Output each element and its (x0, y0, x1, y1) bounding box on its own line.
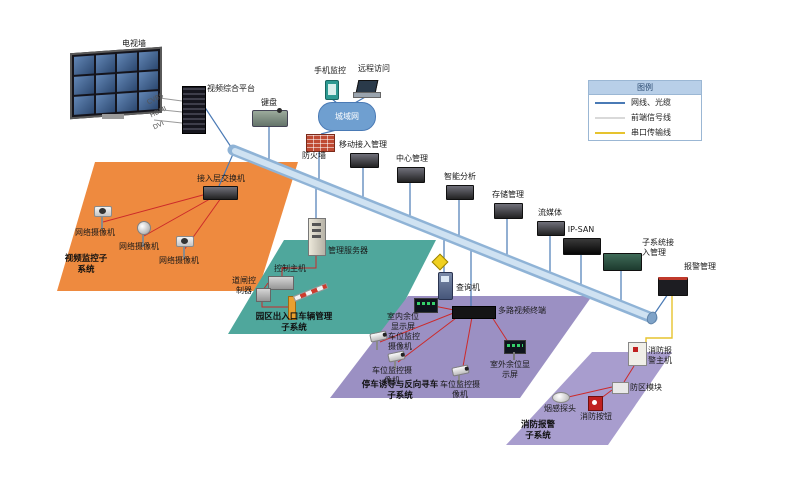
fire-button-icon (588, 396, 603, 411)
keyboard-label: 键盘 (261, 98, 277, 107)
alarm-mgmt-label: 报警管理 (684, 262, 716, 271)
barrier-controller-label: 道闸控制器 (232, 276, 256, 295)
analysis-label: 智能分析 (444, 172, 476, 181)
zone-module-label: 防区模块 (630, 383, 662, 392)
zone-fire-title: 消防报警子系统 (520, 420, 555, 441)
network-camera-label: 网络摄像机 (119, 242, 159, 251)
network-camera-icon (94, 206, 112, 229)
mobile-access-server-icon (350, 153, 379, 168)
mobile-access-label: 移动接入管理 (339, 140, 387, 149)
video-platform-icon (182, 86, 206, 134)
center-mgmt-label: 中心管理 (396, 154, 428, 163)
storage-server-icon (494, 203, 523, 219)
tv-wall-stand (102, 114, 124, 119)
mobile-monitor-label: 手机监控 (314, 66, 346, 75)
keyboard-icon (252, 108, 288, 127)
serial-line (645, 296, 673, 344)
signal-lines (102, 191, 635, 403)
man-cloud: 城域网 (318, 102, 376, 131)
center-mgmt-server-icon (397, 167, 425, 183)
man-cloud-label: 城域网 (335, 112, 359, 121)
control-host-icon (268, 276, 294, 290)
mobile-phone-icon (325, 80, 339, 100)
laptop-base (353, 92, 381, 98)
streaming-server-icon (537, 221, 565, 236)
alarm-mgmt-icon (658, 277, 688, 296)
ipsan-icon (563, 238, 601, 255)
query-kiosk-label: 查询机 (456, 283, 480, 292)
ipsan-label: IP-SAN (567, 225, 595, 234)
remote-access-label: 远程访问 (358, 64, 390, 73)
parking-camera-icon (387, 350, 406, 370)
network-camera-label: 网络摄像机 (159, 256, 199, 265)
access-switch-label: 接入层交换机 (197, 174, 245, 183)
smoke-detector-label: 烟感探头 (544, 404, 576, 413)
barrier-gate-icon (288, 296, 296, 320)
tv-wall-icon (70, 46, 162, 120)
smoke-detector-icon (552, 392, 570, 403)
legend-item-signal: 前端信号线 (589, 110, 701, 125)
subsystem-access-label: 子系统接入管理 (642, 238, 674, 257)
access-switch-icon (203, 186, 238, 200)
firewall-icon (306, 134, 335, 152)
zone-module-icon (612, 382, 629, 394)
streaming-label: 流媒体 (538, 208, 562, 217)
legend-title: 图例 (589, 81, 701, 95)
storage-label: 存储管理 (492, 190, 524, 199)
parking-camera-label: 车位监控摄像机 (372, 366, 412, 385)
network-camera-label: 网络摄像机 (75, 228, 115, 237)
zone-vehicle-title: 园区出入口车辆管理子系统 (255, 312, 333, 333)
video-terminal-label: 多路视频终端 (498, 306, 546, 315)
subsystem-access-switch-icon (603, 253, 642, 271)
legend: 图例 网线、光缆 前端信号线 串口传输线 (588, 80, 702, 141)
network-camera-icon (137, 221, 151, 247)
parking-camera-label: 车位监控摄像机 (440, 380, 480, 399)
parking-camera-icon (451, 364, 470, 384)
indoor-display-label: 室内余位显示屏 (387, 312, 419, 331)
legend-line-network (595, 101, 625, 104)
parking-camera-icon (369, 330, 388, 350)
control-host-label: 控制主机 (274, 264, 306, 273)
analysis-server-icon (446, 185, 474, 200)
outdoor-display-label: 室外余位显示屏 (490, 360, 530, 379)
network-camera-icon (176, 236, 194, 259)
fire-alarm-host-icon (628, 342, 647, 366)
legend-item-serial: 串口传输线 (589, 125, 701, 140)
legend-item-network: 网线、光缆 (589, 95, 701, 110)
zone-parking-guidance (330, 296, 592, 398)
firewall-label: 防火墙 (302, 151, 326, 160)
tv-wall-label: 电视墙 (122, 39, 146, 48)
zone-vehicle-management (228, 240, 436, 334)
video-platform-label: 视频综合平台 (207, 84, 255, 93)
parking-camera-label: 车位监控摄像机 (388, 332, 420, 351)
barrier-controller-icon (256, 288, 271, 302)
fire-button-label: 消防按钮 (580, 412, 612, 421)
video-terminal-icon (452, 306, 496, 319)
query-kiosk-icon (438, 272, 453, 300)
legend-line-serial (595, 131, 625, 134)
outdoor-display-icon (504, 340, 526, 354)
backbone-bus (227, 144, 658, 325)
indoor-display-icon (414, 298, 438, 313)
management-server-icon (308, 218, 326, 256)
legend-line-signal (595, 116, 625, 119)
zone-parking-title: 停车诱导与反向寻车子系统 (361, 380, 439, 401)
management-server-label: 管理服务器 (328, 246, 368, 255)
zone-video-title: 视频监控子系统 (64, 254, 108, 275)
outdoor-display-pole (513, 352, 515, 360)
fire-alarm-host-label: 消防报警主机 (648, 346, 672, 365)
